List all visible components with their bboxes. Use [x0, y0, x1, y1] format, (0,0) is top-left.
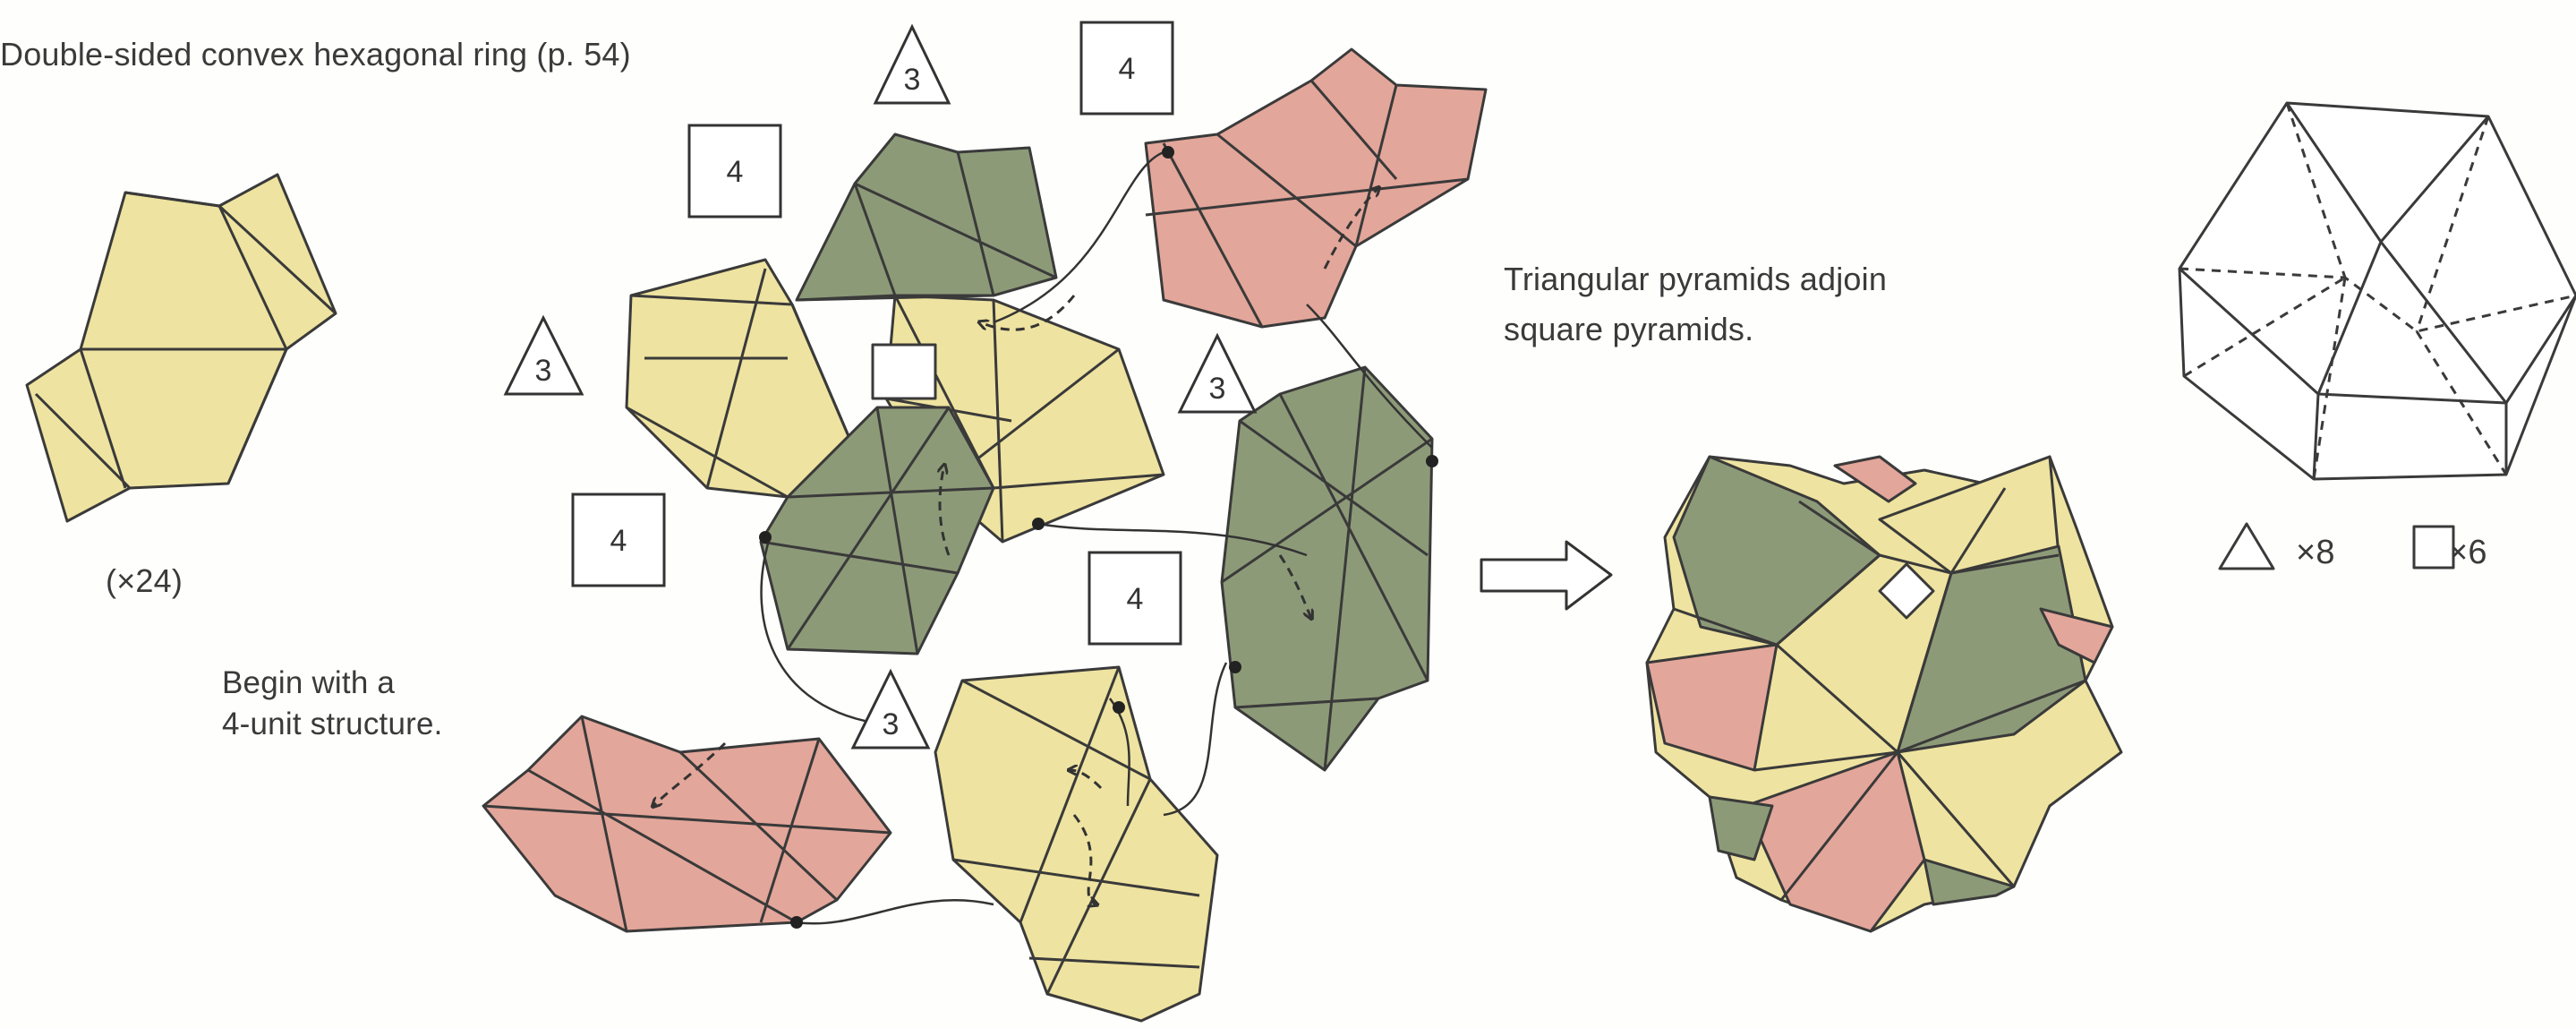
square-badge-icon: 4 [1089, 553, 1181, 644]
legend-icons [2220, 524, 2453, 569]
triangle-badge-icon: 3 [853, 672, 928, 748]
center-square-hole [873, 345, 935, 398]
triangle-badge-label: 3 [883, 707, 900, 741]
triangle-badge-icon: 3 [506, 318, 582, 394]
triangle-badge-icon: 3 [875, 27, 949, 103]
single-unit [27, 175, 336, 521]
unit-pink-top-right [1146, 49, 1486, 327]
square-badge-label: 4 [610, 524, 627, 558]
legend-triangle-icon [2220, 524, 2273, 569]
square-badge-label: 4 [1127, 582, 1144, 616]
unit-green-right [1222, 367, 1432, 770]
triangle-badge-label: 3 [535, 354, 552, 388]
square-badge-icon: 4 [1081, 22, 1173, 114]
square-badge-icon: 4 [689, 125, 780, 217]
square-badge-label: 4 [727, 155, 744, 189]
unit-pink-bottom-left [483, 716, 891, 931]
cuboctahedron-wireframe [2179, 103, 2576, 479]
unit-green-top [797, 134, 1056, 300]
assembled-model [1647, 457, 2121, 931]
square-badge-label: 4 [1119, 52, 1136, 86]
triangle-badge-label: 3 [904, 63, 921, 97]
triangle-badge-label: 3 [1209, 372, 1226, 406]
hollow-right-arrow-icon [1481, 542, 1611, 609]
unit-yellow-bottom [935, 667, 1217, 1021]
triangle-badge-icon: 3 [1180, 336, 1255, 412]
square-badge-icon: 4 [573, 494, 664, 586]
legend-square-icon [2414, 527, 2453, 568]
